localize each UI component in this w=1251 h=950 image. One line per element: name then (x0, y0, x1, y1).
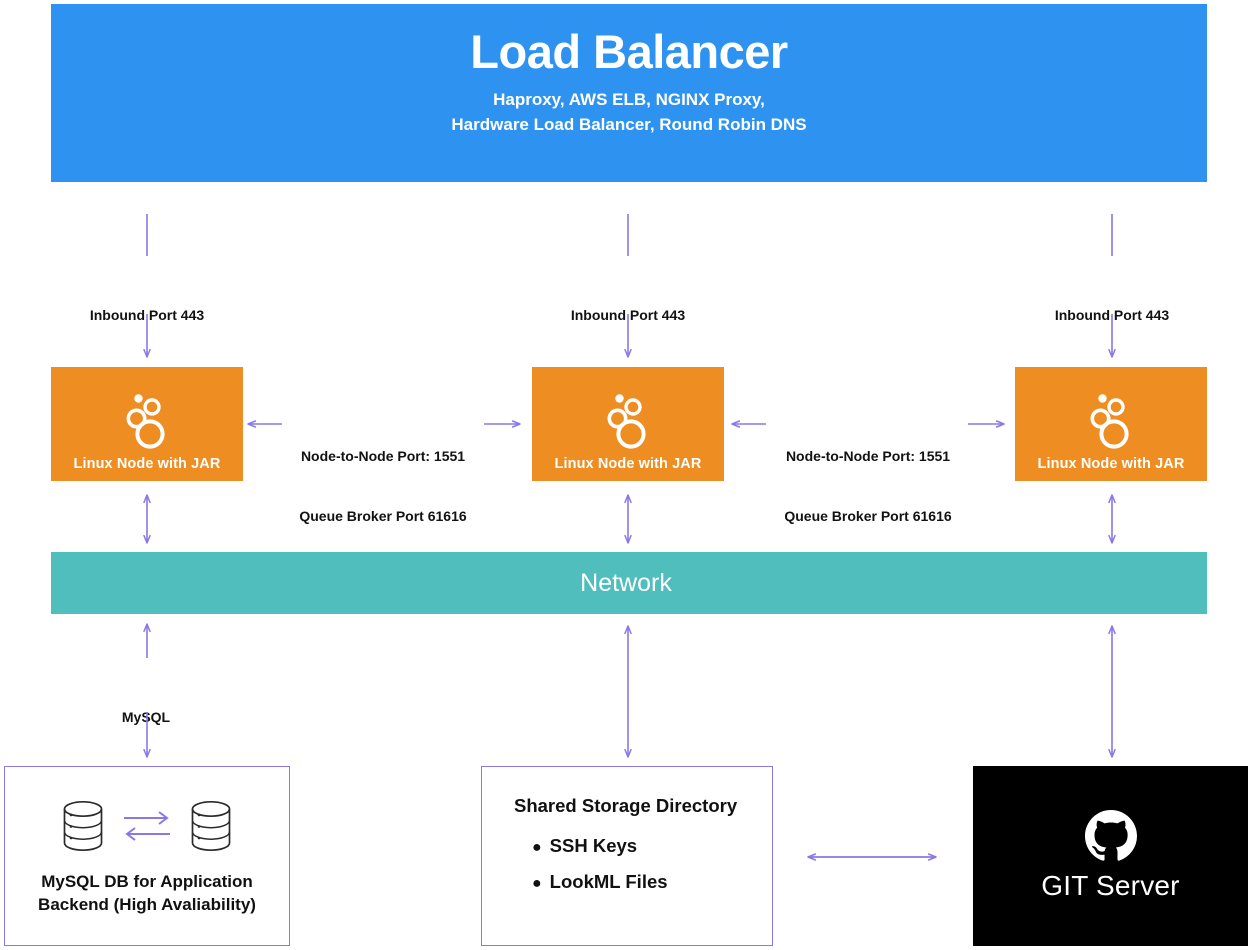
looker-logo-icon (1085, 391, 1137, 449)
shared-storage-item-ssh-keys: ● SSH Keys (532, 835, 772, 857)
git-server-label: GIT Server (1041, 870, 1180, 901)
looker-logo-icon (121, 391, 173, 449)
linux-node-label-1: Linux Node with JAR (73, 456, 221, 472)
shared-storage-item-label: SSH Keys (549, 835, 638, 856)
mysql-db-caption: MySQL DB for Application Backend (High A… (38, 871, 256, 917)
node-to-node-label-2-3-line-2: Queue Broker Port 61616 (784, 508, 952, 525)
node-to-node-label-1-2: Node-to-Node Port: 1551 Queue Broker Por… (283, 405, 483, 567)
load-balancer-title: Load Balancer (470, 24, 788, 78)
linux-node-box-2: Linux Node with JAR (532, 367, 724, 481)
inbound-label-node-2-line-1: Inbound Port 443 (570, 306, 686, 323)
load-balancer-box: Load Balancer Haproxy, AWS ELB, NGINX Pr… (51, 4, 1207, 182)
network-bar: Network (51, 552, 1207, 614)
load-balancer-subtitle: Haproxy, AWS ELB, NGINX Proxy, Hardware … (451, 88, 806, 137)
shared-storage-box: Shared Storage Directory ● SSH Keys ● Lo… (481, 766, 773, 946)
network-label: Network (580, 568, 672, 597)
git-server-box: GIT Server (973, 766, 1248, 946)
mysql-replication-group (61, 800, 233, 857)
node-to-node-label-1-2-line-2: Queue Broker Port 61616 (299, 508, 467, 525)
mysql-db-box: MySQL DB for Application Backend (High A… (4, 766, 290, 946)
github-octocat-icon (1084, 810, 1137, 862)
mysql-connector-label-line-1: MySQL (121, 708, 171, 725)
linux-node-label-2: Linux Node with JAR (554, 456, 702, 472)
inbound-label-node-1-line-1: Inbound Port 443 (89, 306, 205, 323)
bullet-icon: ● (532, 875, 542, 892)
shared-storage-item-label: LookML Files (549, 871, 668, 892)
load-balancer-subtitle-line-1: Haproxy, AWS ELB, NGINX Proxy, (493, 90, 765, 110)
node-to-node-label-2-3: Node-to-Node Port: 1551 Queue Broker Por… (768, 405, 968, 567)
inbound-label-node-3-line-1: Inbound Port 443 (1054, 306, 1170, 323)
shared-storage-title: Shared Storage Directory (514, 795, 738, 816)
mysql-db-caption-line-1: MySQL DB for Application (41, 871, 253, 891)
database-cylinder-icon (189, 800, 233, 857)
load-balancer-subtitle-line-2: Hardware Load Balancer, Round Robin DNS (451, 114, 807, 134)
database-cylinder-icon (61, 800, 105, 857)
linux-node-box-1: Linux Node with JAR (51, 367, 243, 481)
node-to-node-label-1-2-line-1: Node-to-Node Port: 1551 (300, 447, 466, 464)
bullet-icon: ● (532, 839, 542, 856)
shared-storage-item-lookml-files: ● LookML Files (532, 871, 772, 893)
bidirectional-replication-arrows-icon (121, 806, 173, 851)
mysql-db-caption-line-2: Backend (High Avaliability) (38, 894, 256, 914)
looker-logo-icon (602, 391, 654, 449)
node-to-node-label-2-3-line-1: Node-to-Node Port: 1551 (785, 447, 951, 464)
linux-node-box-3: Linux Node with JAR (1015, 367, 1207, 481)
linux-node-label-3: Linux Node with JAR (1037, 456, 1185, 472)
